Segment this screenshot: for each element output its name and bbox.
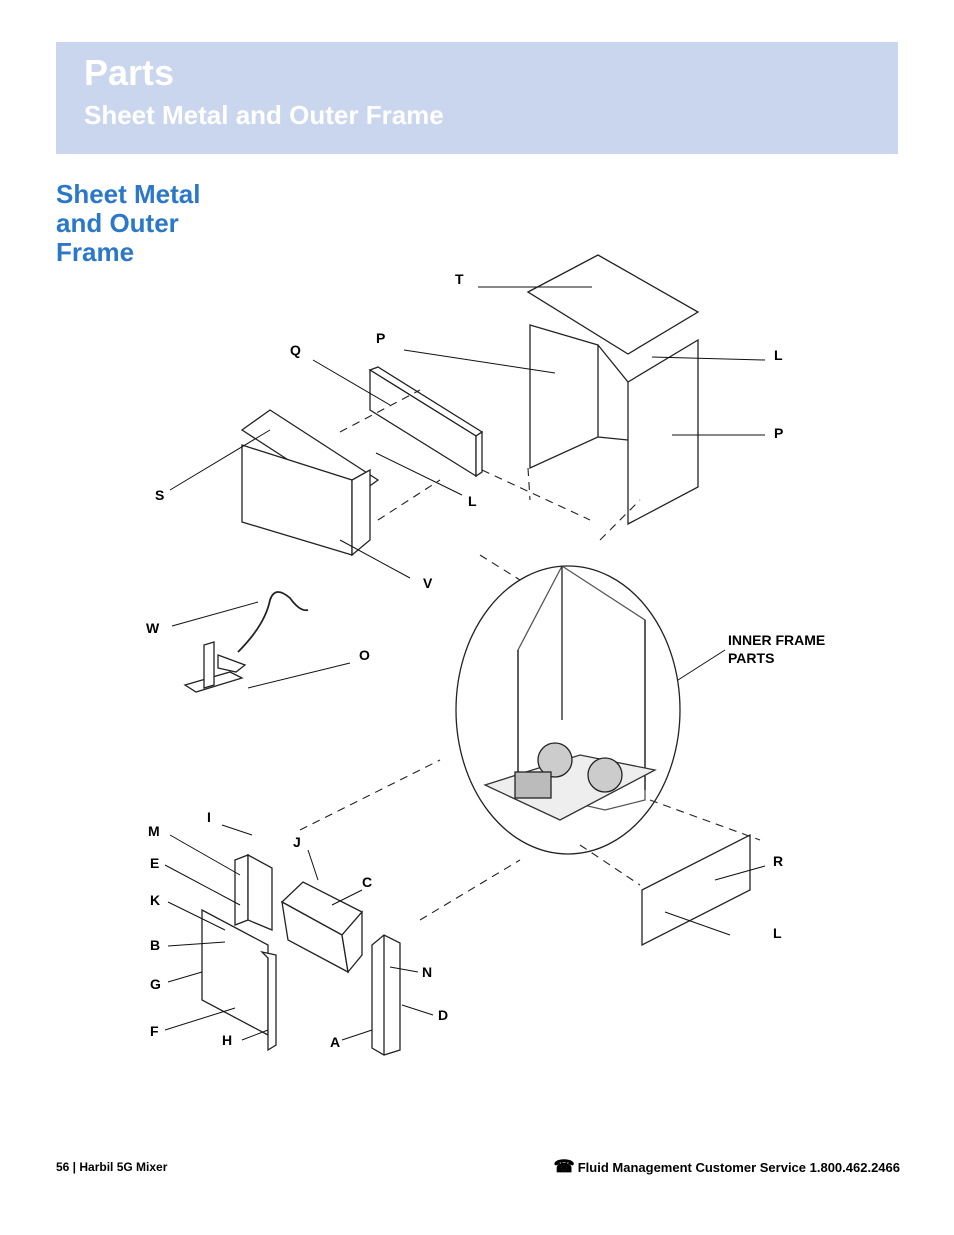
callout-S: S <box>155 487 164 503</box>
callout-E: E <box>150 855 159 871</box>
footer-service: ☎ Fluid Management Customer Service 1.80… <box>554 1157 900 1177</box>
callout-G: G <box>150 976 161 992</box>
callout-W: W <box>146 620 160 636</box>
footer-service-text: Fluid Management Customer Service 1.800.… <box>577 1159 900 1175</box>
callout-O: O <box>359 647 370 663</box>
callout-J: J <box>293 834 301 850</box>
callout-V: V <box>423 575 433 591</box>
callout-A: A <box>330 1034 340 1050</box>
callout-L-mid: L <box>468 493 477 509</box>
header-banner: Parts Sheet Metal and Outer Frame <box>56 42 898 154</box>
callout-R: R <box>773 853 783 869</box>
callout-labels: T P Q L P S L V W O INNER FRAME PARTS I … <box>146 271 825 1050</box>
callout-inner-frame: INNER FRAME <box>728 632 825 648</box>
callout-B: B <box>150 937 160 953</box>
callout-I: I <box>207 809 211 825</box>
callout-D: D <box>438 1007 448 1023</box>
callout-L-bottom: L <box>773 925 782 941</box>
section-title: Sheet Metal and Outer Frame <box>56 179 201 267</box>
callout-L-top: L <box>774 347 783 363</box>
callout-P-right: P <box>774 425 783 441</box>
callout-N: N <box>422 964 432 980</box>
callout-C: C <box>362 874 372 890</box>
callout-H: H <box>222 1032 232 1048</box>
callout-parts: PARTS <box>728 650 774 666</box>
callout-F: F <box>150 1023 159 1039</box>
telephone-icon: ☎ <box>553 1157 575 1176</box>
page-title: Parts <box>84 52 175 93</box>
callout-Q: Q <box>290 342 301 358</box>
callout-P-top: P <box>376 330 385 346</box>
page-subtitle: Sheet Metal and Outer Frame <box>84 100 444 130</box>
callout-K: K <box>150 892 160 908</box>
callout-M: M <box>148 823 160 839</box>
callout-T: T <box>455 271 464 287</box>
footer-page-label: 56 | Harbil 5G Mixer <box>56 1160 168 1174</box>
